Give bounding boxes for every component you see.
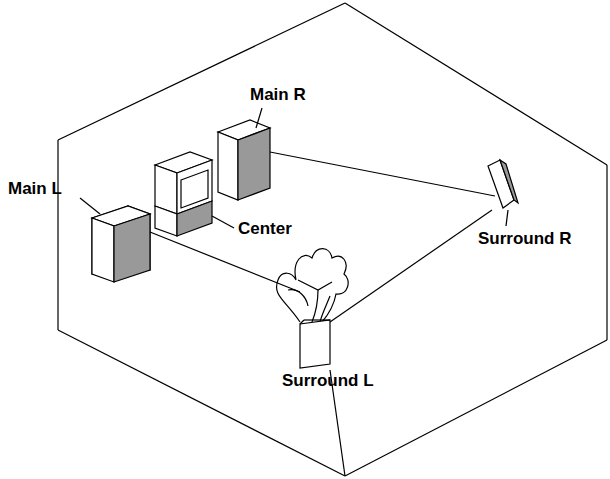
speaker-label: Surround L [282,372,374,391]
speaker-label: Center [238,220,292,239]
center-speaker [155,201,212,236]
plant [277,249,349,322]
surround-r-speaker [488,160,518,208]
surround-l-speaker [300,320,330,368]
room-outline [58,3,607,476]
speaker-label: Main L [8,180,62,199]
speaker-label: Surround R [478,230,572,249]
main-r-speaker [218,120,270,200]
main-l-speaker [92,206,150,282]
speaker-label: Main R [250,86,306,105]
leader-lines [80,108,508,228]
